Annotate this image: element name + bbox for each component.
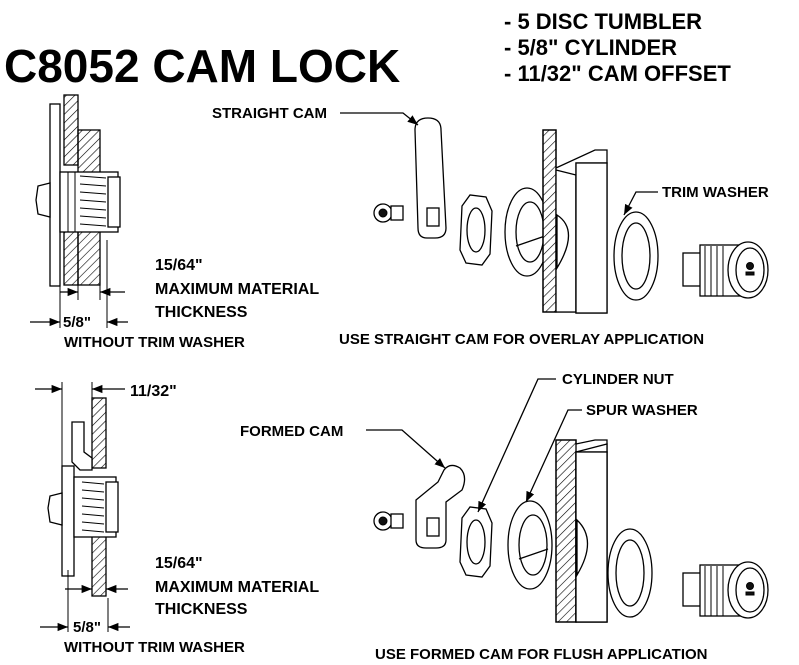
top-cylinder-face	[107, 176, 121, 228]
title: C8052 CAM LOCK	[4, 40, 400, 92]
bottom-offset-dim: 11/32"	[130, 383, 177, 400]
bottom-threads	[81, 481, 105, 533]
top-spur-washer	[504, 187, 550, 277]
bottom-cylinder-face	[105, 481, 119, 533]
feature-disc-tumbler: - 5 DISC TUMBLER	[504, 9, 702, 34]
feature-cam-offset: - 11/32" CAM OFFSET	[504, 61, 731, 86]
top-material-thickness-label-2: THICKNESS	[155, 304, 248, 321]
bottom-panel-upper	[91, 397, 107, 469]
bottom-without-trim-washer: WITHOUT TRIM WASHER	[64, 639, 245, 656]
bottom-spur-washer	[507, 500, 553, 590]
top-side-view	[30, 94, 128, 328]
bottom-exploded-view	[373, 439, 769, 623]
top-exploded-view	[373, 117, 769, 314]
top-panel	[542, 129, 608, 314]
bottom-material-thickness-label-1: MAXIMUM MATERIAL	[155, 579, 319, 596]
top-screw-head	[35, 182, 51, 218]
top-cylinder-dim: 5/8"	[63, 314, 91, 331]
top-hex-nut	[459, 194, 493, 266]
bottom-cylinder-nut-label: CYLINDER NUT	[562, 371, 674, 388]
feature-cylinder: - 5/8" CYLINDER	[504, 35, 677, 60]
top-panel-lower	[63, 224, 79, 286]
bottom-panel	[555, 439, 608, 623]
bottom-caption: USE FORMED CAM FOR FLUSH APPLICATION	[375, 646, 708, 663]
top-without-trim-washer: WITHOUT TRIM WASHER	[64, 334, 245, 351]
bottom-side-view	[35, 382, 130, 632]
bottom-formed-cam-leader	[366, 429, 446, 469]
top-trim-washer-label: TRIM WASHER	[662, 184, 769, 201]
bottom-formed-cam	[415, 464, 466, 549]
bottom-screw-head	[47, 492, 63, 526]
top-trim-washer-leader	[623, 191, 658, 216]
bottom-trim-washer	[607, 528, 653, 618]
top-material-thickness-value: 15/64"	[155, 257, 203, 274]
bottom-cylinder	[682, 561, 769, 619]
bottom-formed-cam-side	[71, 421, 93, 471]
top-cylinder	[682, 241, 769, 299]
bottom-formed-cam-label: FORMED CAM	[240, 423, 343, 440]
bottom-hex-nut	[459, 506, 493, 578]
bottom-cylinder-nut-leader	[477, 378, 556, 513]
top-straight-cam-side	[49, 103, 61, 287]
bottom-cylinder-dim: 5/8"	[73, 619, 101, 636]
bottom-screw	[373, 511, 404, 531]
bottom-spur-washer-leader	[525, 409, 582, 503]
bottom-material-thickness-label-2: THICKNESS	[155, 601, 248, 618]
top-caption: USE STRAIGHT CAM FOR OVERLAY APPLICATION	[339, 331, 704, 348]
top-trim-washer	[613, 211, 659, 301]
bottom-spur-washer-label: SPUR WASHER	[586, 402, 698, 419]
bottom-cam-bar	[61, 465, 75, 577]
top-panel-upper	[63, 94, 79, 166]
top-threads	[79, 175, 107, 227]
bottom-material-thickness-value: 15/64"	[155, 555, 203, 572]
top-straight-cam-leader	[340, 112, 419, 126]
top-straight-cam	[414, 117, 447, 239]
top-screw	[373, 203, 404, 223]
top-material-thickness-label-1: MAXIMUM MATERIAL	[155, 281, 319, 298]
top-straight-cam-label: STRAIGHT CAM	[212, 105, 327, 122]
